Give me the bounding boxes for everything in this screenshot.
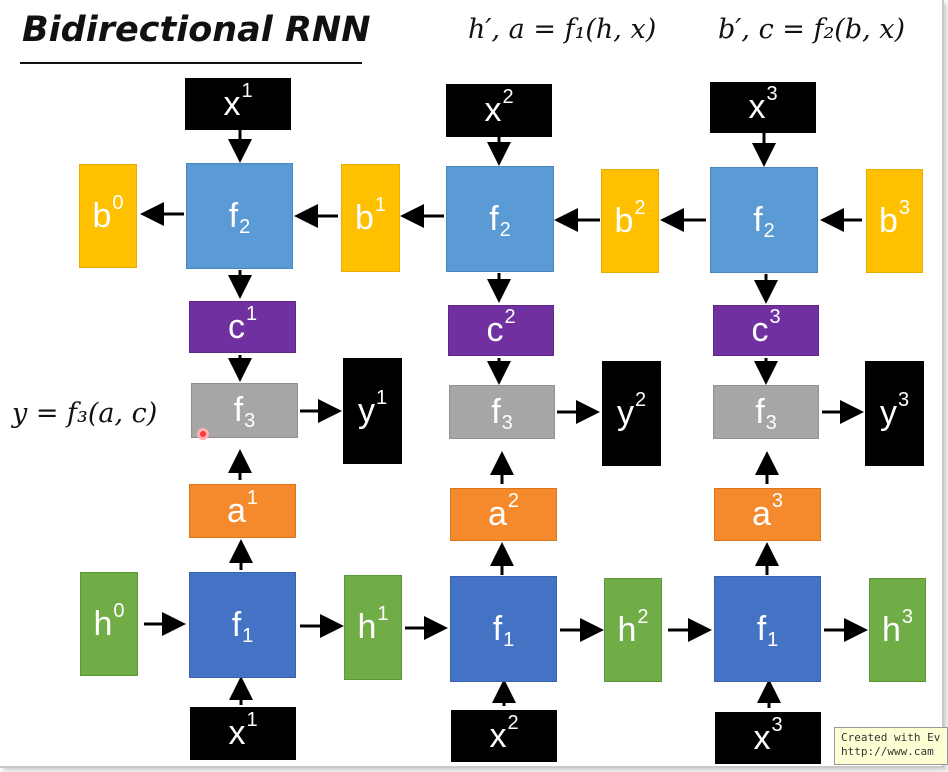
watermark-line-1: Created with Ev: [841, 731, 941, 744]
mouse-cursor-icon: [197, 428, 209, 440]
backward-formula: b′, c = f₂(b, x): [718, 14, 906, 45]
watermark: Created with Ev http://www.cam: [834, 727, 948, 765]
slide-title: Bidirectional RNN: [22, 10, 371, 50]
forward-formula: h′, a = f₁(h, x): [468, 14, 657, 45]
watermark-line-2: http://www.cam: [841, 745, 934, 758]
output-formula: y = f₃(a, c): [12, 398, 158, 429]
title-underline: [20, 62, 362, 64]
